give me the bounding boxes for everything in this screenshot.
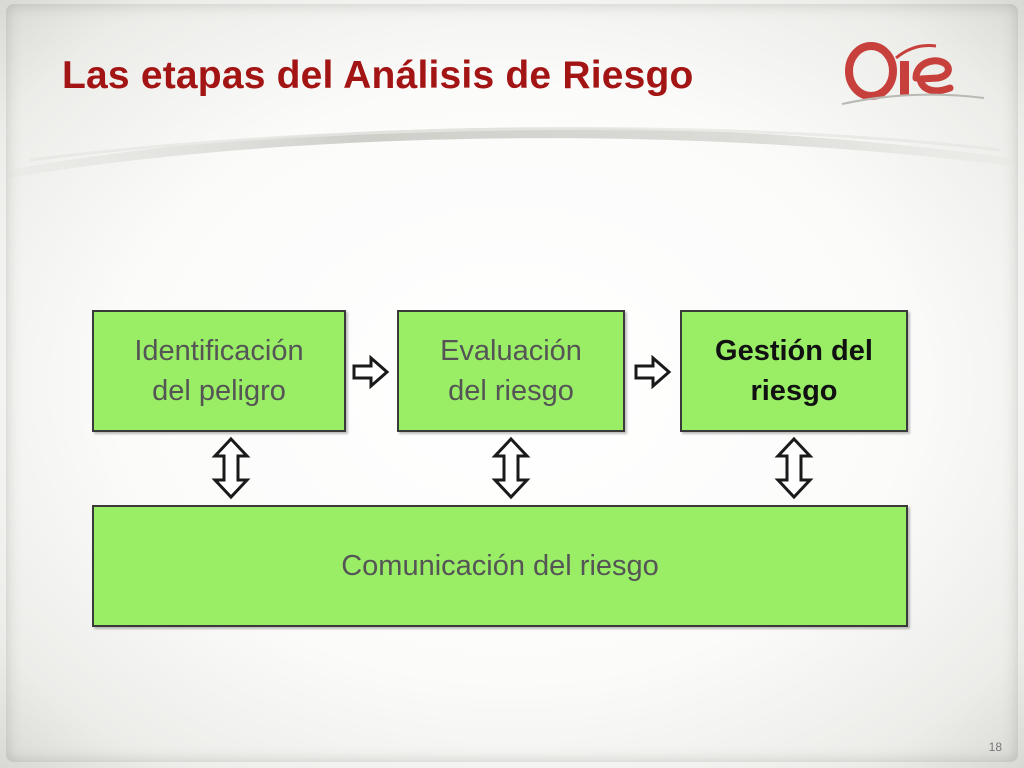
stage-box-risk-management: Gestión del riesgo: [680, 310, 908, 432]
stage-label-line1: Evaluación: [440, 335, 582, 367]
oie-logo: [841, 42, 985, 105]
right-arrow-icon: [352, 355, 390, 389]
up-down-arrow-icon: [774, 436, 814, 500]
stage-box-hazard-identification: Identificación del peligro: [92, 310, 346, 432]
stage-label-line2: del riesgo: [448, 375, 574, 407]
up-down-arrow-icon: [491, 436, 531, 500]
stage-box-risk-assessment: Evaluación del riesgo: [397, 310, 625, 432]
stage-label-line2: del peligro: [152, 375, 286, 407]
page-number: 18: [988, 740, 1002, 754]
right-arrow-icon: [634, 355, 672, 389]
stage-label-line2: riesgo: [750, 375, 838, 407]
communication-box: Comunicación del riesgo: [92, 505, 908, 627]
up-down-arrow-icon: [211, 436, 251, 500]
communication-label: Comunicación del riesgo: [341, 550, 659, 582]
slide-title: Las etapas del Análisis de Riesgo: [62, 54, 694, 97]
stage-label-line1: Identificación: [134, 335, 304, 367]
stage-label-line1: Gestión del: [715, 335, 873, 367]
header-swoosh: [10, 127, 1010, 178]
